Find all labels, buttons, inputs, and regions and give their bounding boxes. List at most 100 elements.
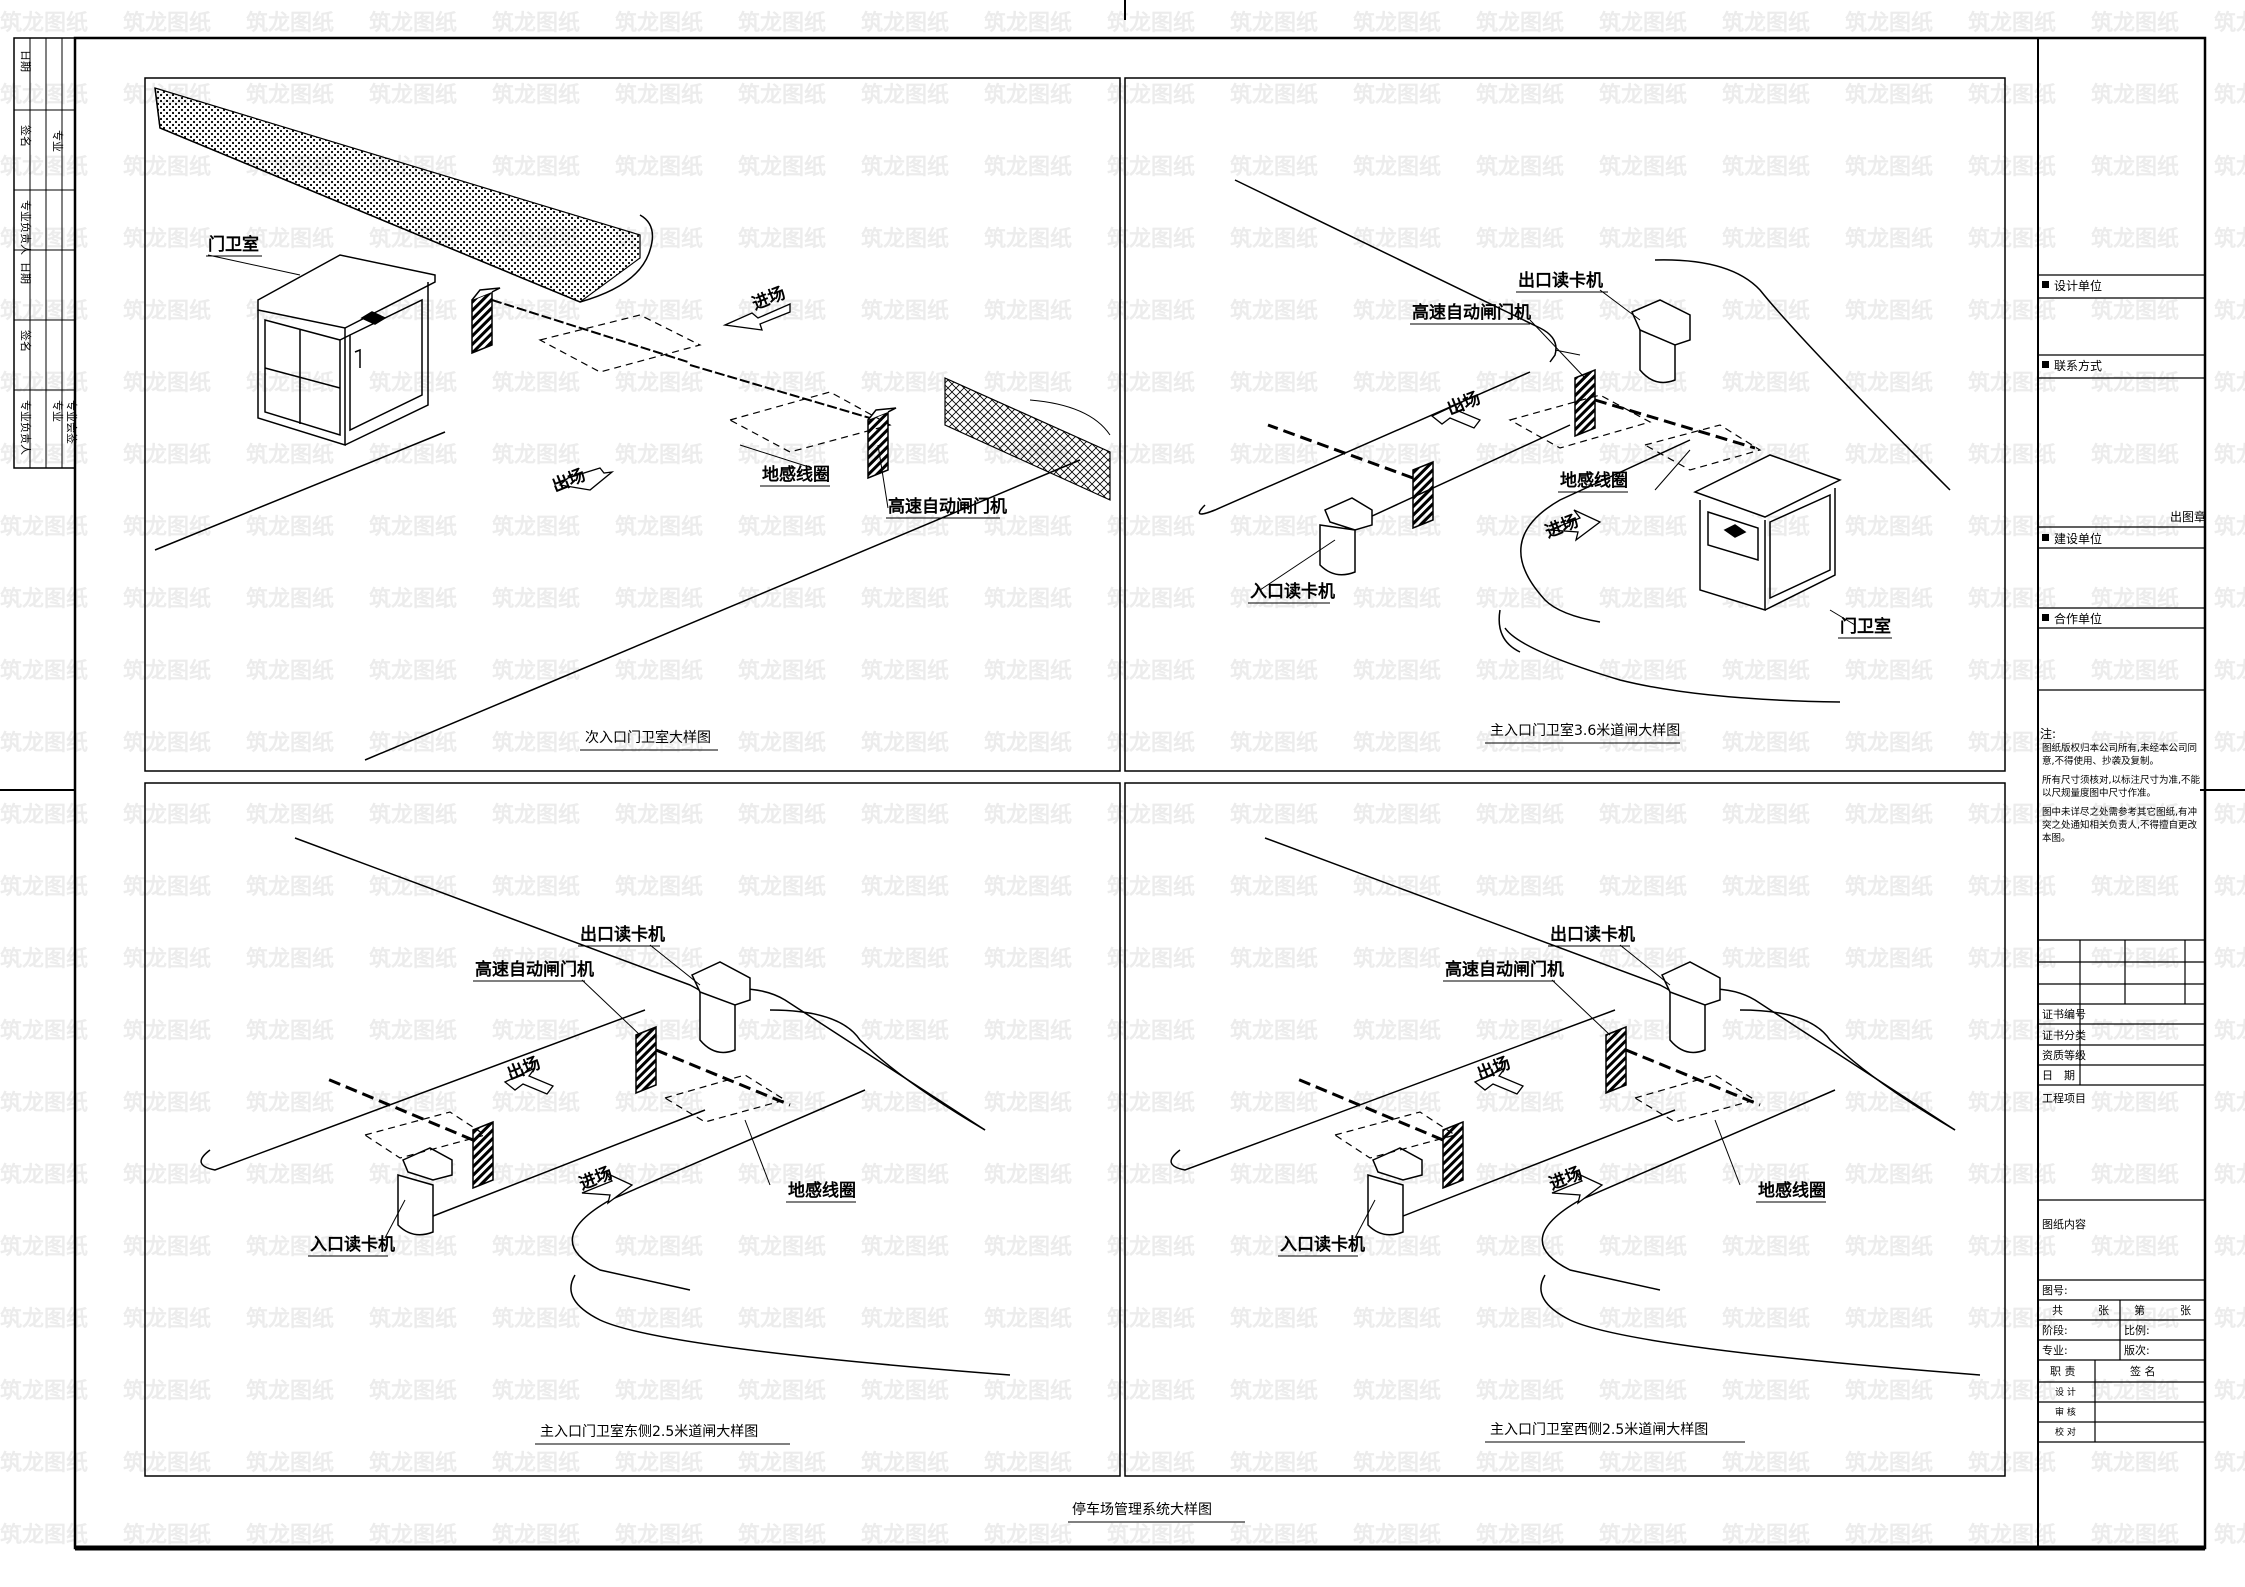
watermark-text: 筑龙图纸 — [1845, 154, 1933, 180]
watermark-text: 筑龙图纸 — [246, 658, 334, 684]
watermark-text: 筑龙图纸 — [861, 370, 949, 396]
watermark-text: 筑龙图纸 — [1353, 1234, 1441, 1260]
watermark-text: 筑龙图纸 — [492, 1162, 580, 1188]
watermark-text: 筑龙图纸 — [1968, 442, 2056, 468]
label-ground-loop: 地感线圈 — [1758, 1180, 1826, 1201]
watermark-text: 筑龙图纸 — [1968, 658, 2056, 684]
tb-role: 职 责 — [2050, 1365, 2076, 1378]
watermark-text: 筑龙图纸 — [123, 946, 211, 972]
watermark-text: 筑龙图纸 — [2091, 226, 2179, 252]
view-secondary-entrance: 门卫室 进场 出场 地感线圈 高速自动闸门机 次入口门卫室大样图 — [144, 77, 1121, 772]
watermark-text: 筑龙图纸 — [1599, 1522, 1687, 1548]
strip-discipline-2: 专业 — [51, 400, 65, 422]
watermark-text: 筑龙图纸 — [1845, 946, 1933, 972]
watermark-text: 筑龙图纸 — [246, 730, 334, 756]
watermark-text: 筑龙图纸 — [2091, 442, 2179, 468]
watermark-text: 筑龙图纸 — [615, 1378, 703, 1404]
watermark-text: 筑龙图纸 — [738, 1162, 826, 1188]
tb-sheet-unit: 张 — [2180, 1304, 2191, 1317]
watermark-text: 筑龙图纸 — [1476, 1090, 1564, 1116]
watermark-text: 筑龙图纸 — [492, 1306, 580, 1332]
watermark-text: 筑龙图纸 — [1968, 802, 2056, 828]
watermark-text: 筑龙图纸 — [492, 82, 580, 108]
watermark-text: 筑龙图纸 — [246, 1306, 334, 1332]
watermark-text: 筑龙图纸 — [984, 802, 1072, 828]
watermark-text: 筑龙图纸 — [1230, 298, 1318, 324]
watermark-text: 筑龙图纸 — [1107, 82, 1195, 108]
watermark-text: 筑龙图纸 — [369, 1306, 457, 1332]
watermark-text: 筑龙图纸 — [738, 586, 826, 612]
watermark-text: 筑龙图纸 — [2214, 730, 2245, 756]
title-block: 设计单位 联系方式 出图章 建设单位 合作单位 注: 图纸版权归本公司所有,未经… — [2037, 38, 2206, 1548]
left-signoff-strip: 日期 签名 专业负责人 日期 签名 专业负责人 专业 专业 专业会签 — [13, 37, 79, 469]
watermark-text: 筑龙图纸 — [984, 370, 1072, 396]
watermark-text: 筑龙图纸 — [0, 802, 88, 828]
watermark-text: 筑龙图纸 — [1230, 82, 1318, 108]
watermark-text: 筑龙图纸 — [246, 1162, 334, 1188]
watermark-text: 筑龙图纸 — [1845, 1306, 1933, 1332]
watermark-text: 筑龙图纸 — [861, 1234, 949, 1260]
watermark-text: 筑龙图纸 — [1476, 1306, 1564, 1332]
watermark-text: 筑龙图纸 — [0, 1306, 88, 1332]
watermark-text: 筑龙图纸 — [1722, 1018, 1810, 1044]
tb-sheets: 张 — [2098, 1304, 2109, 1317]
watermark-text: 筑龙图纸 — [1845, 586, 1933, 612]
watermark-text: 筑龙图纸 — [1107, 154, 1195, 180]
watermark-text: 筑龙图纸 — [369, 1378, 457, 1404]
strip-countersign: 专业会签 — [65, 400, 79, 444]
watermark-text: 筑龙图纸 — [984, 226, 1072, 252]
watermark-text: 筑龙图纸 — [123, 730, 211, 756]
watermark-text: 筑龙图纸 — [246, 82, 334, 108]
watermark-text: 筑龙图纸 — [1968, 1522, 2056, 1548]
watermark-text: 筑龙图纸 — [2214, 226, 2245, 252]
watermark-text: 筑龙图纸 — [984, 1522, 1072, 1548]
watermark-text: 筑龙图纸 — [0, 10, 88, 36]
watermark-text: 筑龙图纸 — [984, 1162, 1072, 1188]
watermark-text: 筑龙图纸 — [2091, 154, 2179, 180]
watermark-text: 筑龙图纸 — [984, 1450, 1072, 1476]
watermark-text: 筑龙图纸 — [1230, 1450, 1318, 1476]
watermark-text: 筑龙图纸 — [123, 586, 211, 612]
watermark-text: 筑龙图纸 — [615, 1090, 703, 1116]
watermark-text: 筑龙图纸 — [1230, 442, 1318, 468]
label-guard-house: 门卫室 — [208, 234, 259, 255]
watermark-text: 筑龙图纸 — [1230, 874, 1318, 900]
watermark-text: 筑龙图纸 — [615, 82, 703, 108]
label-exit-reader: 出口读卡机 — [1518, 270, 1603, 291]
tb-note-3: 图中未详尽之处需参考其它图纸,有冲突之处通知相关负责人,不得擅自更改本图。 — [2042, 807, 2198, 844]
watermark-text: 筑龙图纸 — [1845, 1090, 1933, 1116]
watermark-text: 筑龙图纸 — [1353, 298, 1441, 324]
watermark-text: 筑龙图纸 — [1353, 226, 1441, 252]
watermark-text: 筑龙图纸 — [1599, 586, 1687, 612]
watermark-text: 筑龙图纸 — [738, 874, 826, 900]
watermark-text: 筑龙图纸 — [615, 514, 703, 540]
watermark-text: 筑龙图纸 — [1230, 658, 1318, 684]
label-ground-loop: 地感线圈 — [762, 464, 830, 485]
watermark-text: 筑龙图纸 — [123, 10, 211, 36]
watermark-text: 筑龙图纸 — [246, 802, 334, 828]
watermark-text: 筑龙图纸 — [861, 658, 949, 684]
watermark-text: 筑龙图纸 — [2091, 82, 2179, 108]
watermark-text: 筑龙图纸 — [492, 802, 580, 828]
watermark-text: 筑龙图纸 — [1599, 226, 1687, 252]
watermark-text: 筑龙图纸 — [1230, 154, 1318, 180]
watermark-text: 筑龙图纸 — [1107, 442, 1195, 468]
watermark-text: 筑龙图纸 — [1476, 1018, 1564, 1044]
tb-cert-no: 证书编号 — [2042, 1007, 2086, 1021]
view-main-east-2-5m: 出口读卡机 高速自动闸门机 出场 进场 地感线圈 入口读卡机 主入口门卫室东侧2… — [144, 782, 1121, 1477]
watermark-text: 筑龙图纸 — [1968, 1162, 2056, 1188]
watermark-text: 筑龙图纸 — [123, 1378, 211, 1404]
watermark-text: 筑龙图纸 — [369, 370, 457, 396]
watermark-text: 筑龙图纸 — [2091, 370, 2179, 396]
watermark-text: 筑龙图纸 — [492, 730, 580, 756]
watermark-text: 筑龙图纸 — [1353, 730, 1441, 756]
label-barrier-gate: 高速自动闸门机 — [888, 496, 1007, 517]
watermark-text: 筑龙图纸 — [1968, 298, 2056, 324]
watermark-text: 筑龙图纸 — [2091, 946, 2179, 972]
label-ground-loop: 地感线圈 — [788, 1180, 856, 1201]
watermark-text: 筑龙图纸 — [2091, 1090, 2179, 1116]
watermark-text: 筑龙图纸 — [1599, 1450, 1687, 1476]
label-ground-loop: 地感线圈 — [1560, 470, 1628, 491]
caption-view-2: 主入口门卫室3.6米道闸大样图 — [1490, 722, 1680, 739]
watermark-text: 筑龙图纸 — [1722, 658, 1810, 684]
